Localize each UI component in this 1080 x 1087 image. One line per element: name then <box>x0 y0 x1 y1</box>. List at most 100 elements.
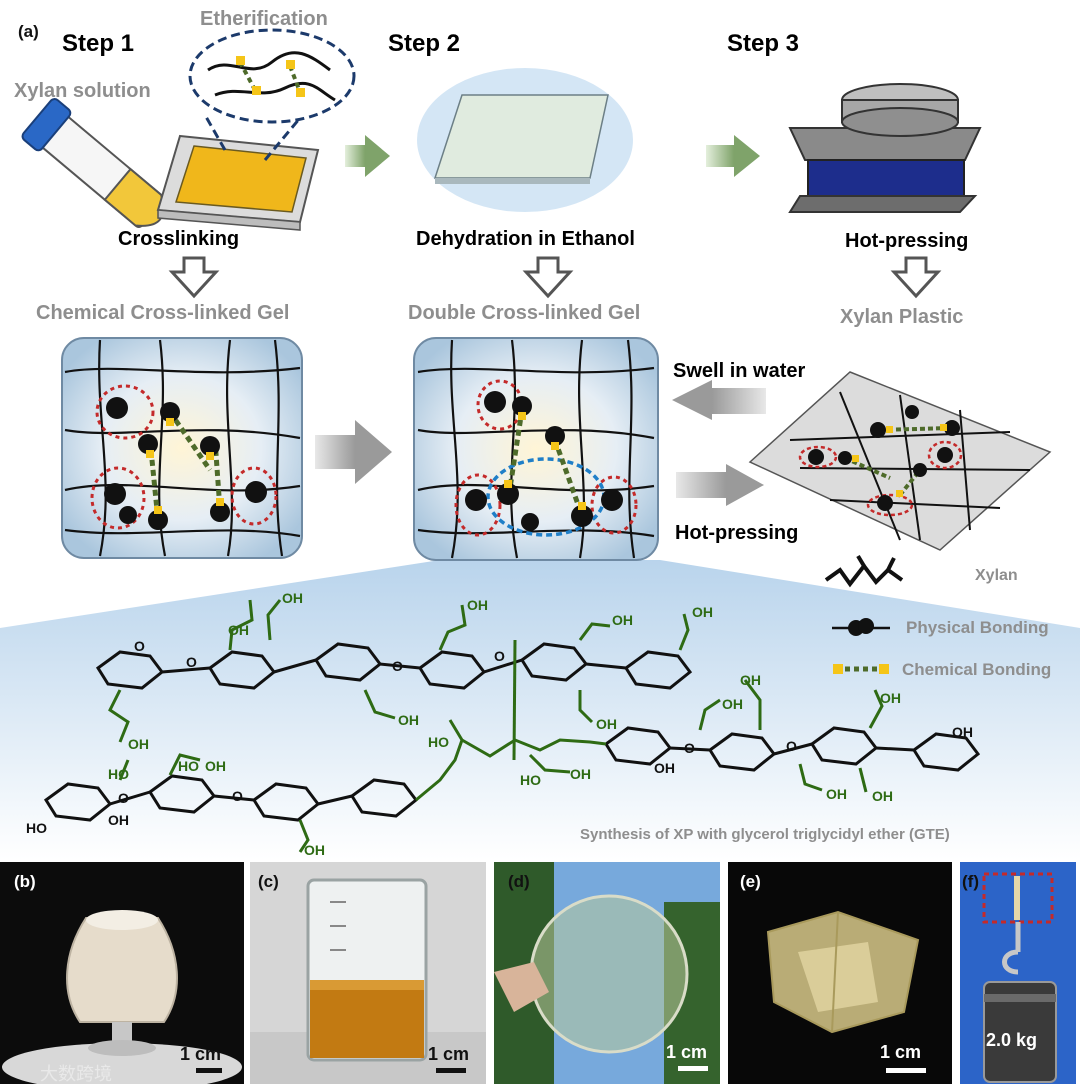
ring-oxygen-label: O <box>118 790 129 806</box>
chemical-gel-network <box>61 337 303 559</box>
scale-bar-b <box>196 1068 222 1073</box>
oh-label: OH <box>872 788 893 804</box>
step-arrow-1 <box>345 135 390 177</box>
panel-label-e: (e) <box>740 872 761 891</box>
photo-c-xylan-solution <box>250 862 486 1084</box>
etherification-zoom-icon <box>188 28 356 161</box>
physical-bonding-icon <box>832 618 890 636</box>
gte-branches-upper <box>108 599 690 761</box>
scale-label-e: 1 cm <box>880 1042 922 1062</box>
step-arrow-2 <box>706 135 760 177</box>
film-disk-illustration <box>494 862 720 1084</box>
ho-label: HO <box>108 766 129 782</box>
oh-label: OH <box>952 724 973 740</box>
hot-pressing-label: Hot-pressing <box>675 522 799 544</box>
ring-oxygen-label: O <box>392 658 403 674</box>
xylan-plastic-network <box>748 371 1052 551</box>
scale-label-d: 1 cm <box>666 1042 708 1062</box>
xylan-solution-label: Xylan solution <box>14 80 151 102</box>
oh-label: OH <box>692 604 713 620</box>
gel-transition-arrow <box>315 420 392 484</box>
scale-label-c: 1 cm <box>428 1044 470 1064</box>
weight-illustration <box>982 872 1057 1083</box>
gte-branches-lower <box>118 679 884 853</box>
photo-f-weight-test <box>960 862 1076 1084</box>
swell-label: Swell in water <box>673 360 806 382</box>
dehydration-label: Dehydration in Ethanol <box>416 228 635 250</box>
crosslinking-label: Crosslinking <box>118 228 240 250</box>
oh-label: OH <box>304 842 325 858</box>
panel-label-d: (d) <box>508 872 530 891</box>
scale-bar-d <box>678 1066 708 1071</box>
beaker-illustration <box>250 878 486 1084</box>
physical-bonding-label: Physical Bonding <box>906 618 1049 637</box>
double-gel-label: Double Cross-linked Gel <box>408 302 641 324</box>
panel-label-a: (a) <box>18 22 39 41</box>
oh-label: OH <box>108 812 129 828</box>
mold-tray-icon <box>156 134 320 231</box>
down-arrow-1 <box>168 256 220 299</box>
xylan-legend-label: Xylan <box>975 567 1018 584</box>
hot-pressing-step-label: Hot-pressing <box>845 230 969 252</box>
xylan-plastic-label: Xylan Plastic <box>840 306 964 328</box>
panel-label-b: (b) <box>14 872 36 891</box>
chemical-gel-label: Chemical Cross-linked Gel <box>36 302 290 324</box>
ring-oxygen-label: O <box>186 654 197 670</box>
ring-oxygen-label: O <box>134 638 145 654</box>
ho-label: HO <box>178 758 199 774</box>
photo-e-folded-box <box>728 862 952 1084</box>
xylan-chain-lower <box>43 726 981 822</box>
down-arrow-3 <box>890 256 942 299</box>
hot-press-icon <box>788 83 982 213</box>
oh-label: OH <box>398 712 419 728</box>
photo-b-xylan-powder <box>0 862 244 1084</box>
ho-label: HO <box>26 820 47 836</box>
ring-oxygen-label: O <box>494 648 505 664</box>
photo-d-transparent-film <box>494 862 720 1084</box>
step-3-title: Step 3 <box>727 30 800 57</box>
folded-box-illustration <box>766 910 920 1034</box>
etherification-label: Etherification <box>200 8 328 30</box>
down-arrow-2 <box>522 256 574 299</box>
tube-icon <box>21 98 165 229</box>
double-gel-network <box>413 337 659 561</box>
xylan-legend-icon <box>824 554 904 588</box>
swell-arrow <box>672 380 766 420</box>
scale-bar-e <box>886 1068 926 1073</box>
oh-label: OH <box>282 590 303 606</box>
step-2-title: Step 2 <box>388 30 461 57</box>
xylan-chain-upper <box>95 642 693 690</box>
ring-oxygen-label: O <box>232 788 243 804</box>
step-1-title: Step 1 <box>62 30 135 57</box>
oh-label: OH <box>880 690 901 706</box>
oh-label: OH <box>128 736 149 752</box>
oh-label: OH <box>467 597 488 613</box>
oh-label: OH <box>228 622 249 638</box>
panel-label-c: (c) <box>258 872 279 891</box>
oh-label: OH <box>596 716 617 732</box>
watermark: 大数跨境 <box>40 1064 112 1084</box>
ring-oxygen-label: O <box>786 738 797 754</box>
oh-label: OH <box>570 766 591 782</box>
hot-pressing-arrow <box>676 464 764 506</box>
oh-label: OH <box>722 696 743 712</box>
diagram-graphics <box>0 28 1080 860</box>
oh-label: OH <box>654 760 675 776</box>
scale-label-b: 1 cm <box>180 1044 222 1064</box>
molecule-background <box>0 560 1080 860</box>
ho-label: HO <box>520 772 541 788</box>
ho-label: HO <box>428 734 449 750</box>
powder-jar-illustration <box>2 910 242 1084</box>
oh-label: OH <box>205 758 226 774</box>
chemical-bonding-icon <box>833 664 889 674</box>
ring-oxygen-label: O <box>684 740 695 756</box>
chemical-bonding-label: Chemical Bonding <box>902 660 1052 679</box>
weight-label: 2.0 kg <box>986 1030 1038 1050</box>
scale-bar-c <box>436 1068 466 1073</box>
oh-label: OH <box>612 612 633 628</box>
oh-label: OH <box>826 786 847 802</box>
synthesis-caption: Synthesis of XP with glycerol triglycidy… <box>580 826 950 843</box>
gel-film-icon <box>417 68 633 212</box>
panel-label-f: (f) <box>962 872 979 891</box>
oh-label: OH <box>740 672 761 688</box>
